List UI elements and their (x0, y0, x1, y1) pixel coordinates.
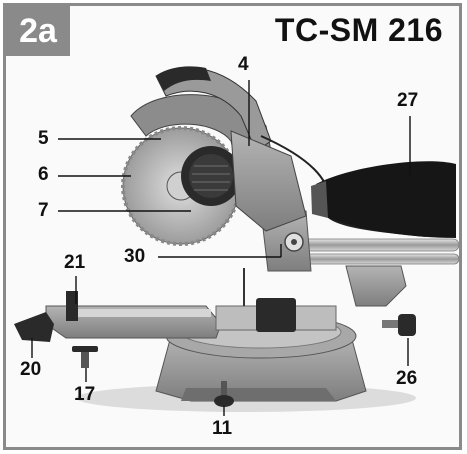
model-title: TC-SM 216 (274, 12, 443, 48)
figure-number-badge: 2a (6, 6, 70, 56)
callout-6: 6 (38, 164, 49, 185)
callout-4: 4 (238, 54, 249, 75)
callout-17: 17 (74, 384, 96, 405)
callout-21: 21 (64, 252, 86, 273)
callout-7: 7 (38, 200, 49, 221)
callout-27: 27 (397, 90, 419, 111)
callout-11: 11 (212, 418, 233, 439)
miter-saw-illustration (14, 66, 459, 416)
callout-5: 5 (38, 128, 49, 149)
callout-26: 26 (396, 368, 418, 389)
callout-20: 20 (20, 359, 42, 380)
figure-frame: 2a TC-SM 216 4 5 6 7 27 30 21 20 17 26 1… (3, 3, 462, 450)
callout-30: 30 (124, 246, 146, 267)
